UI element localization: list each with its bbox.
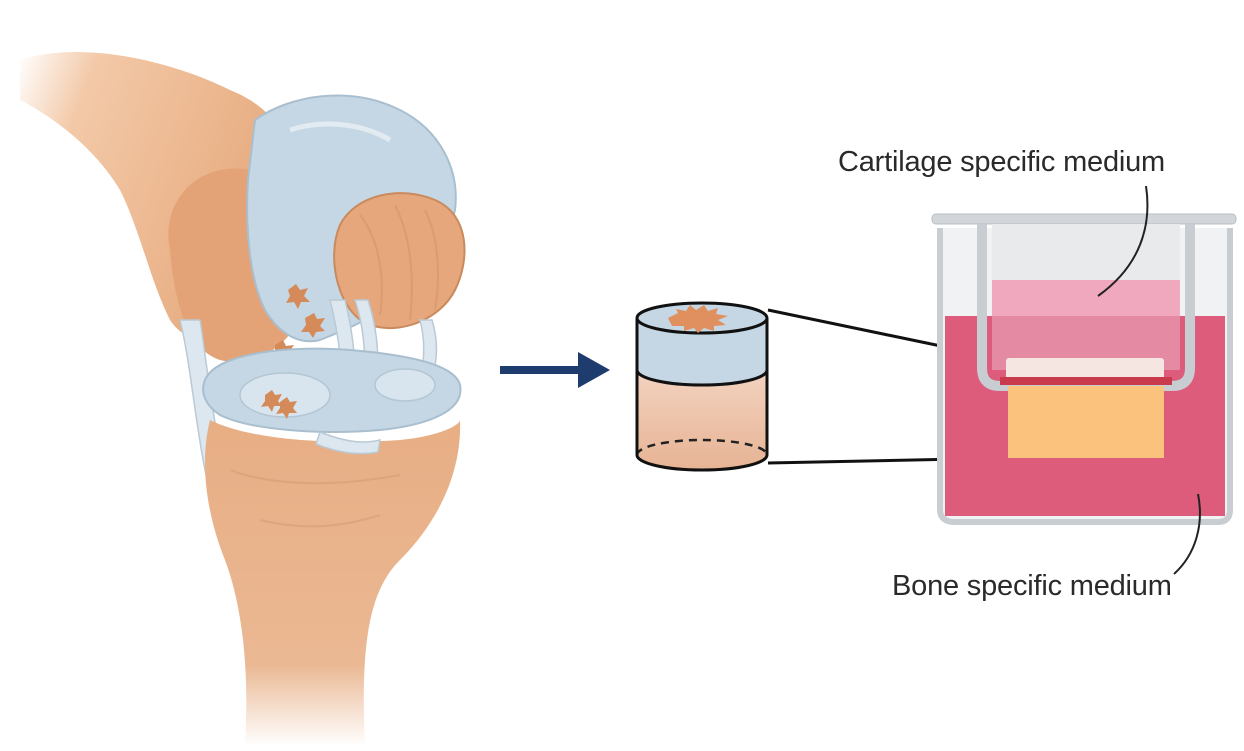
bone-medium-label: Bone specific medium <box>892 570 1172 603</box>
cartilage-medium-label: Cartilage specific medium <box>838 146 1165 179</box>
tibia <box>205 420 460 746</box>
bone-plug-layer <box>1008 386 1164 458</box>
knee-joint-illustration <box>20 52 465 746</box>
cartilage-plug-layer <box>1006 358 1164 380</box>
arrow-icon <box>500 352 610 388</box>
culture-well <box>932 214 1236 522</box>
osteochondral-plug <box>637 303 767 470</box>
